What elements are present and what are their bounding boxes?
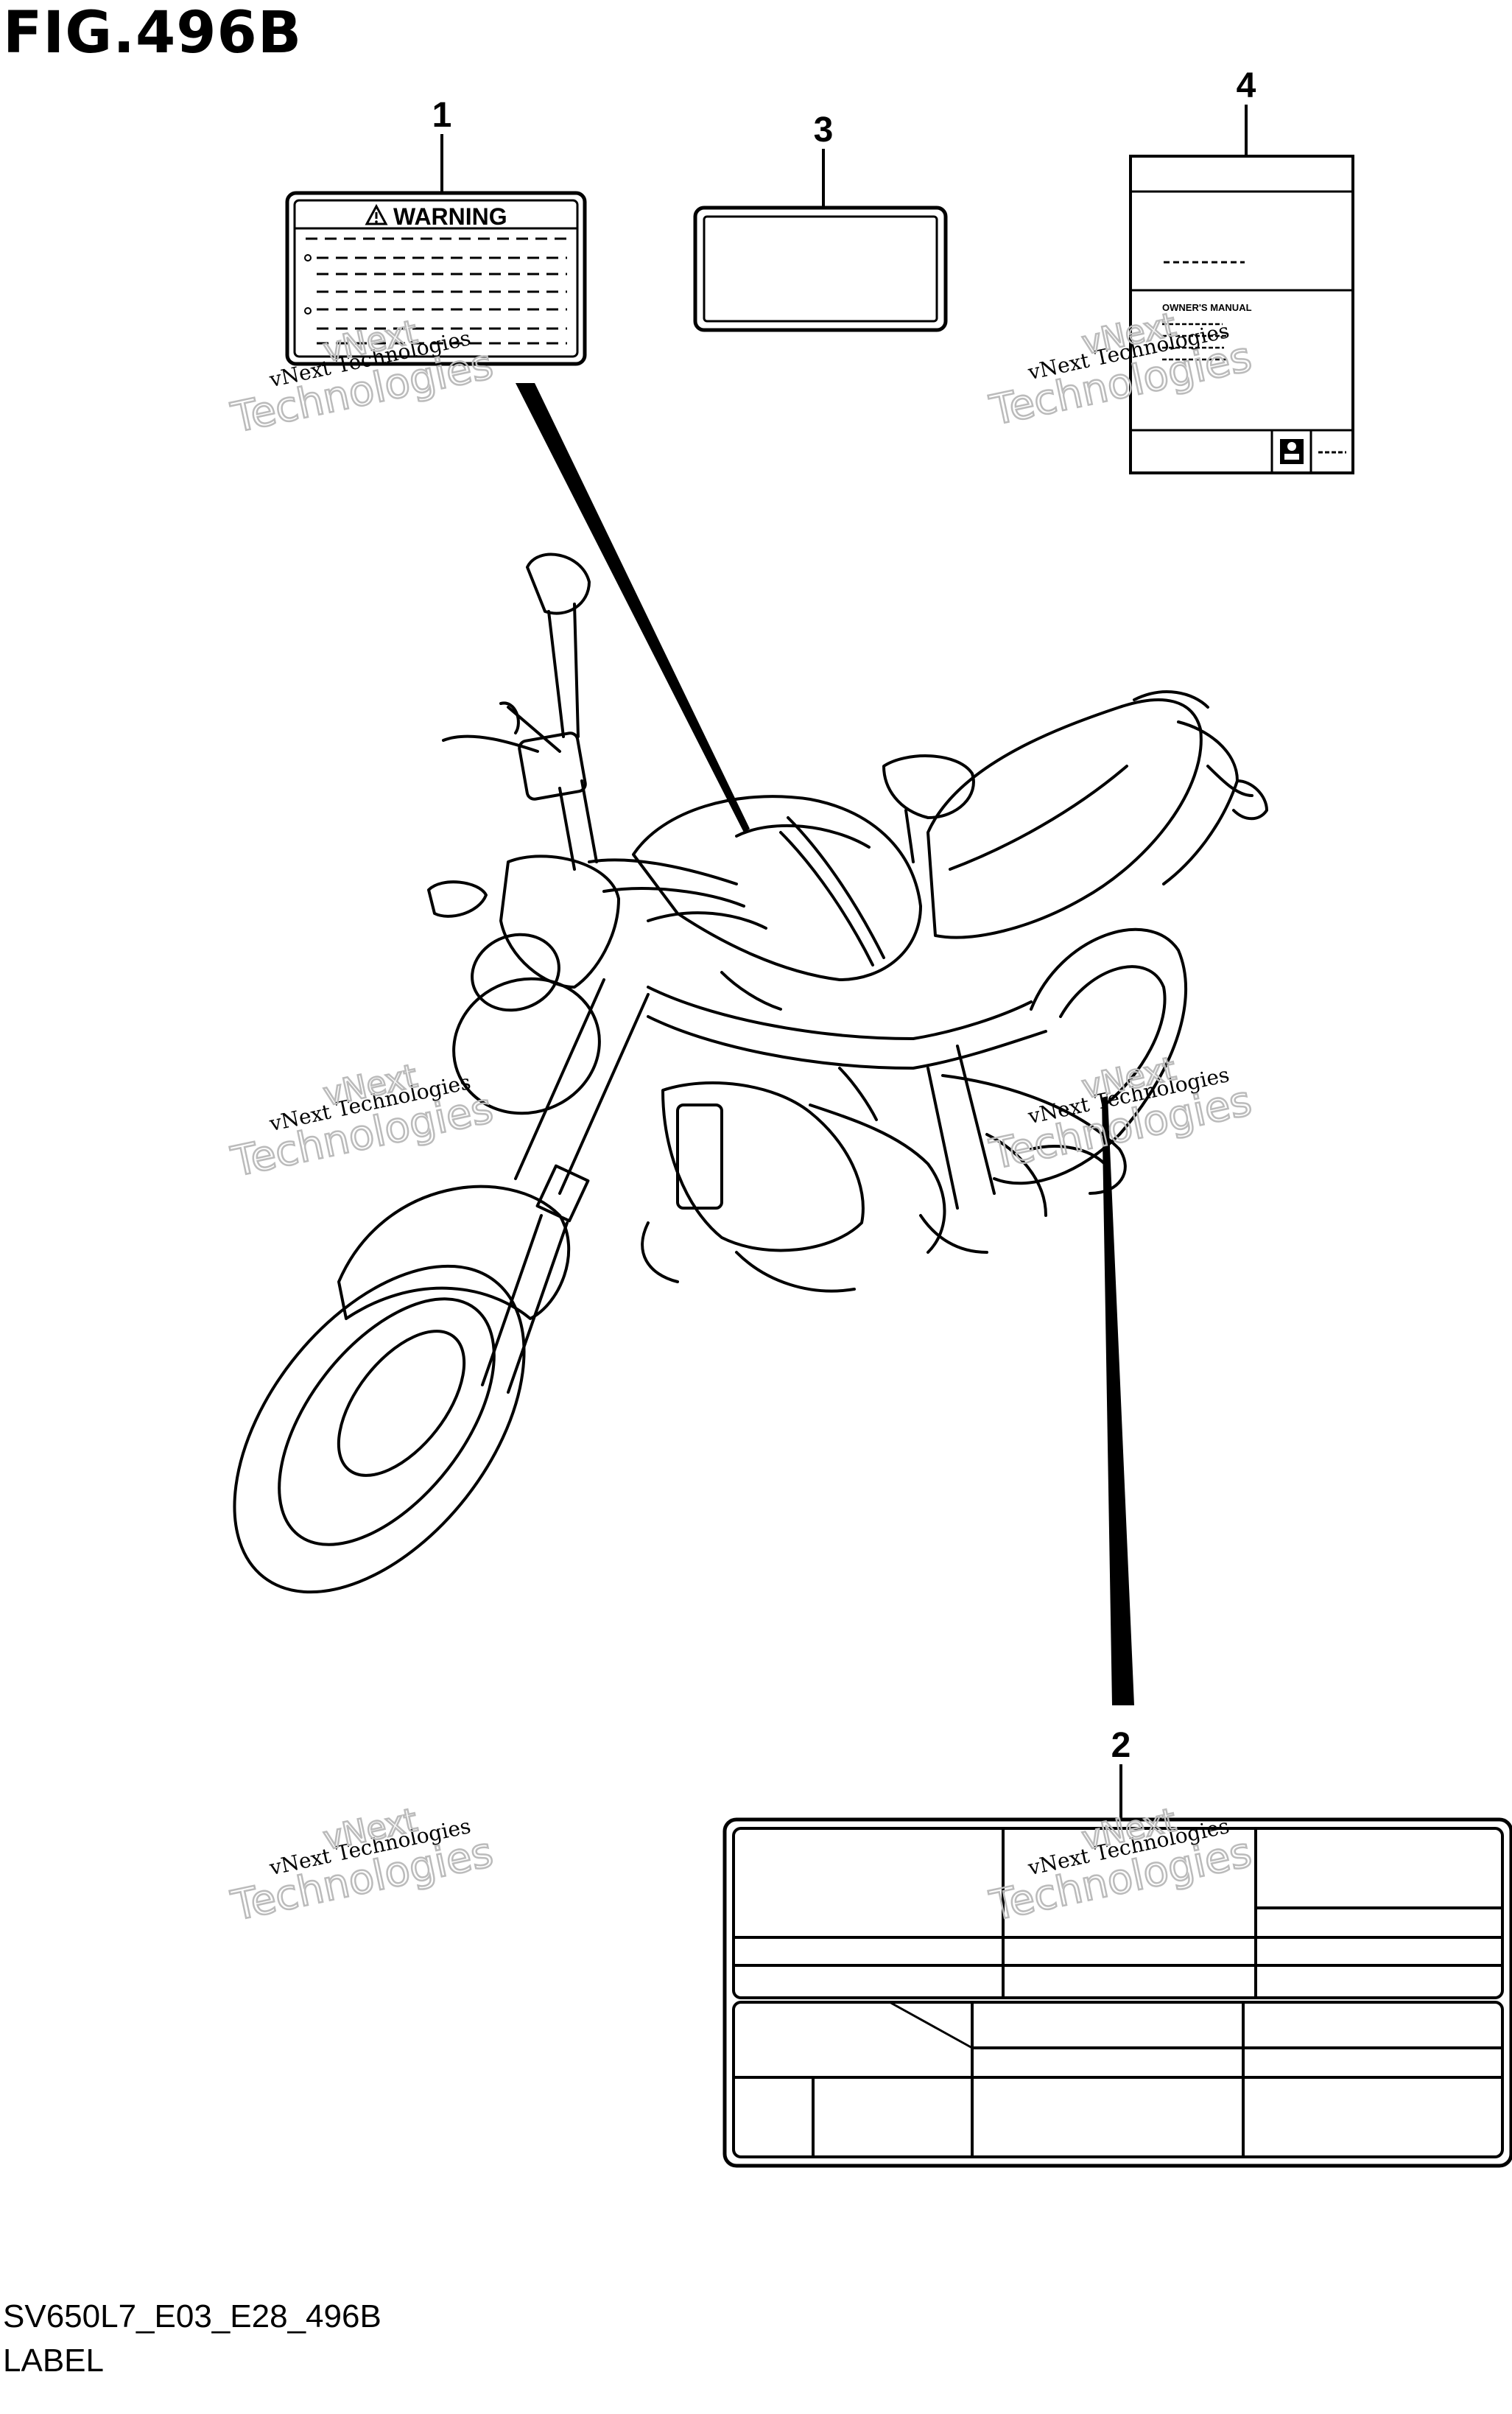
callout-4: 4 (1237, 66, 1256, 105)
callout-3: 3 (814, 110, 834, 150)
figure-caption: LABEL (3, 2343, 104, 2379)
callout-2: 2 (1111, 1726, 1131, 1765)
motorcycle-illustration (233, 552, 1268, 1594)
part-1-warning-label: 1 WARNING (285, 96, 587, 366)
callout-1: 1 (432, 96, 452, 135)
figure-code: SV650L7_E03_E28_496B (3, 2298, 381, 2334)
reader-icon (1280, 439, 1304, 464)
part-4-owners-manual: 4 OWNER'S MANUAL (1129, 66, 1354, 474)
watermarks: vNext Technologies vNext Technologies vN… (226, 305, 1256, 1931)
warning-heading: WARNING (393, 203, 507, 230)
manual-heading: OWNER'S MANUAL (1162, 302, 1252, 313)
part-3-label: 3 (693, 110, 948, 332)
leader-1 (516, 383, 750, 832)
part-2-spec-label: 2 (722, 1726, 1512, 2168)
warning-triangle-icon (365, 203, 388, 225)
leader-2 (1102, 1096, 1134, 1705)
figure-title: FIG.496B (3, 0, 303, 66)
